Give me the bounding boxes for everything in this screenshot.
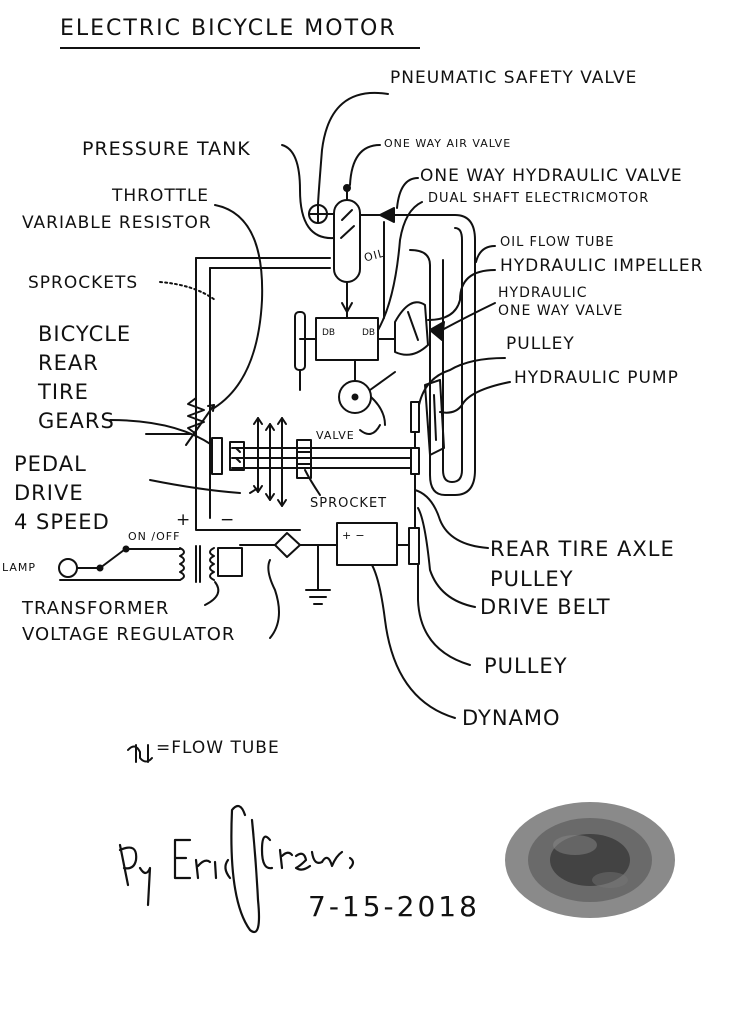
svg-text:DB: DB (362, 328, 375, 338)
main-wire (239, 532, 338, 558)
label-lamp: LAMP (2, 561, 37, 574)
label-hydraulic-one-way-valve-line-2: ONE WAY VALVE (498, 303, 624, 319)
leader-one-way-air-valve (349, 144, 381, 186)
label-drive: DRIVE (14, 481, 84, 505)
leader-hydraulic-one-way-valve (441, 302, 496, 331)
label-minus-left: − (220, 510, 236, 530)
signature-drawing (118, 804, 355, 933)
pulley-rear-axle (408, 527, 420, 565)
leader-rear-tire-axle-pulley (414, 489, 489, 549)
label-variable-resistor: VARIABLE RESISTOR (22, 213, 212, 233)
sprocket (296, 439, 312, 479)
label-one-way-hydraulic-valve: ONE WAY HYDRAULIC VALVE (420, 166, 683, 186)
diagram-title: ELECTRIC BICYCLE MOTOR (60, 16, 397, 41)
label-hydraulic-one-way-valve-line-1: HYDRAULIC (498, 285, 588, 301)
leader-valve (359, 424, 381, 435)
rear-tire-gears (211, 437, 245, 475)
leader-bicycle-rear-tire-gears (109, 419, 213, 446)
leader-sprocket (304, 469, 321, 496)
svg-text:DB: DB (322, 328, 335, 338)
pulley-mid (410, 447, 420, 475)
label-hydraulic-one-way-valve: HYDRAULIC ONE WAY VALVE (498, 284, 623, 320)
label-plus-left: + (176, 510, 192, 530)
ground-symbol (305, 544, 331, 605)
lamp-circuit (58, 545, 181, 581)
legend-flow-tube-text: =FLOW TUBE (156, 738, 280, 758)
leader-transformer (204, 581, 220, 606)
label-dynamo: DYNAMO (462, 706, 561, 730)
title-underline (60, 47, 420, 49)
leader-dual-shaft-motor (377, 201, 423, 331)
signature-date: 7-15-2018 (308, 890, 480, 923)
gear-shift-arrows (253, 417, 287, 507)
leader-voltage-regulator (267, 559, 280, 639)
valve-wheel (338, 359, 396, 426)
flow-tube-legend-symbol (127, 744, 153, 763)
label-gears: GEARS (38, 409, 115, 433)
label-4-speed: 4 SPEED (14, 510, 110, 534)
label-on-off: ON /OFF (128, 530, 181, 543)
label-hydraulic-pump: HYDRAULIC PUMP (514, 368, 679, 388)
label-pneumatic-safety-valve: PNEUMATIC SAFETY VALVE (390, 68, 638, 88)
label-hydraulic-impeller: HYDRAULIC IMPELLER (500, 256, 704, 276)
one-way-hydraulic-valve-marker (379, 207, 395, 223)
label-pulley-bottom: PULLEY (484, 654, 568, 678)
label-one-way-air-valve: ONE WAY AIR VALVE (384, 137, 512, 150)
label-dual-shaft-motor: DUAL SHAFT ELECTRICMOTOR (428, 191, 650, 206)
label-sprocket: SPROCKET (310, 496, 388, 511)
hydraulic-one-way-valve-marker (429, 321, 445, 341)
pulley-upper (410, 401, 420, 433)
label-drive-belt: DRIVE BELT (480, 595, 611, 619)
leader-pedal-arrow (249, 487, 259, 494)
label-pedal: PEDAL (14, 452, 87, 476)
leader-throttle (213, 204, 264, 409)
label-transformer-voltage-regulator: TRANSFORMER VOLTAGE REGULATOR (22, 596, 235, 648)
pressure-tank (333, 184, 361, 283)
leader-dynamo (371, 564, 456, 719)
label-throttle: THROTTLE (112, 186, 210, 206)
label-sprockets: SPROCKETS (28, 273, 139, 293)
leader-sprockets (159, 281, 216, 301)
pneumatic-safety-valve (308, 204, 335, 224)
leader-hydraulic-pump (439, 381, 511, 414)
leader-oil-flow-tube (475, 245, 496, 263)
label-pressure-tank: PRESSURE TANK (82, 138, 251, 160)
leader-pulley-top (418, 357, 506, 406)
leader-pedal-drive (149, 479, 241, 494)
dual-shaft-electric-motor: DB DB (299, 317, 396, 361)
hydraulic-pump (424, 379, 445, 456)
label-oil-flow-tube: OIL FLOW TUBE (500, 235, 615, 250)
stamp-seal (505, 802, 675, 918)
label-dynamo-polarity: + − (342, 529, 366, 542)
flow-arrow (341, 302, 353, 313)
label-rear-tire-axle-pulley: REAR TIRE AXLE PULLEY (490, 534, 675, 594)
oil-flow-tube (359, 214, 476, 496)
leader-hydraulic-impeller (427, 269, 496, 321)
label-tire: TIRE (38, 380, 89, 404)
label-voltage-regulator: VOLTAGE REGULATOR (22, 624, 236, 645)
label-rear: REAR (38, 351, 99, 375)
gear-axle (231, 447, 412, 469)
throttle-knob (294, 311, 306, 391)
transformer (179, 545, 243, 583)
label-valve: VALVE (316, 429, 355, 442)
label-pedal-drive: PEDAL DRIVE 4 SPEED (14, 450, 110, 537)
outer-frame (195, 257, 331, 531)
leader-pneumatic-safety-valve (317, 91, 389, 206)
leader-one-way-hydraulic-valve (396, 177, 419, 209)
label-transformer: TRANSFORMER (22, 598, 170, 619)
label-axle-pulley: PULLEY (490, 567, 574, 591)
leader-lines (109, 91, 511, 719)
hydraulic-impeller (394, 301, 429, 356)
label-pulley-top: PULLEY (506, 334, 575, 354)
label-bicycle-rear-tire-gears: BICYCLE REAR TIRE GEARS (38, 320, 131, 436)
leader-pressure-tank (281, 144, 335, 240)
label-rear-tire-axle: REAR TIRE AXLE (490, 537, 675, 561)
leader-drive-belt (417, 507, 476, 608)
variable-resistor (145, 379, 215, 461)
leader-pulley-bottom (417, 563, 471, 666)
label-bicycle: BICYCLE (38, 322, 132, 346)
